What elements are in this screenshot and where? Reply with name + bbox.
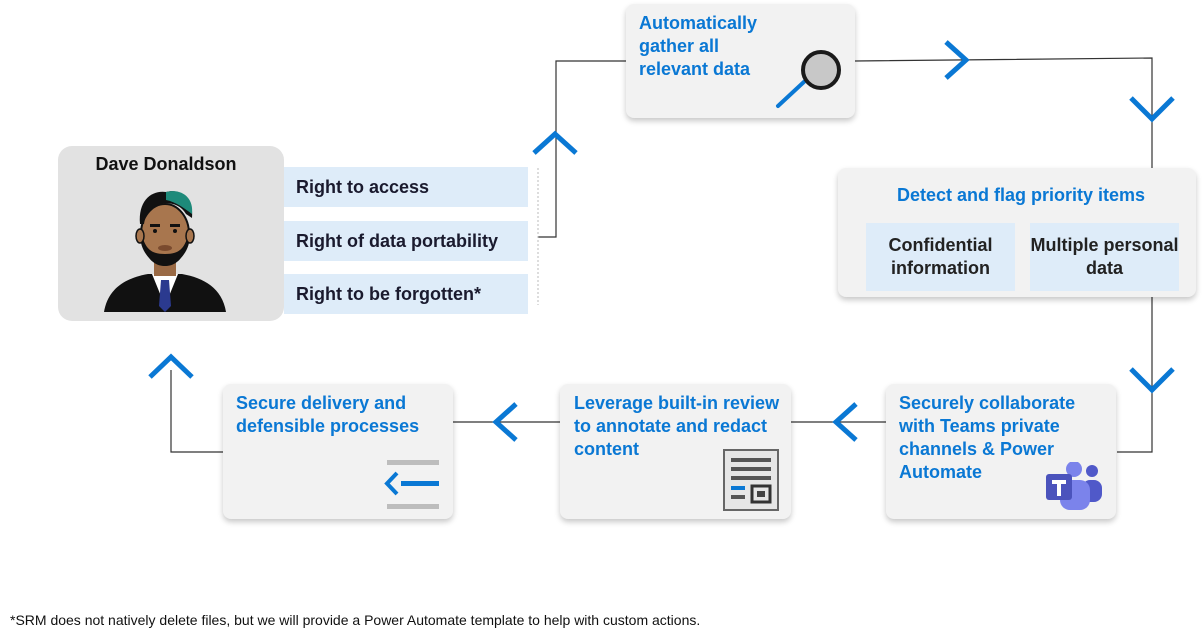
collaborate-card: Securely collaborate with Teams private …: [886, 384, 1116, 519]
gather-title: Automatically gather all relevant data: [639, 13, 758, 79]
gather-card: Automatically gather all relevant data: [626, 4, 855, 118]
detect-title: Detect and flag priority items: [896, 185, 1146, 205]
person-avatar: [104, 191, 226, 312]
detect-card: Detect and flag priority items Confident…: [838, 168, 1196, 297]
magnifier-icon: [776, 50, 841, 108]
right-to-be-forgotten: Right to be forgotten*: [284, 274, 528, 314]
chevron-down-icon: [1129, 367, 1175, 394]
multiple-personal-data-box: Multiple personal data: [1030, 223, 1179, 291]
chevron-left-icon: [492, 402, 518, 442]
teams-icon: [1046, 462, 1102, 510]
person-card: Dave Donaldson: [58, 146, 284, 321]
footnote: *SRM does not natively delete files, but…: [10, 612, 701, 628]
review-title: Leverage built-in review to annotate and…: [574, 393, 780, 459]
collaborate-title: Securely collaborate with Teams private …: [899, 393, 1076, 482]
chevron-right-icon: [944, 40, 970, 80]
deliver-card: Secure delivery and defensible processes: [223, 384, 453, 519]
deliver-title: Secure delivery and defensible processes: [236, 393, 420, 436]
chevron-down-icon: [1129, 96, 1175, 123]
right-of-data-portability: Right of data portability: [284, 221, 528, 261]
arrow-left-lines-icon: [384, 460, 439, 509]
confidential-information-box: Confidential information: [866, 223, 1015, 291]
document-redact-icon: [723, 449, 779, 511]
chevron-up-icon: [148, 353, 194, 379]
review-card: Leverage built-in review to annotate and…: [560, 384, 791, 519]
chevron-left-icon: [832, 402, 858, 442]
chevron-up-icon: [532, 130, 578, 155]
right-to-access: Right to access: [284, 167, 528, 207]
person-name: Dave Donaldson: [95, 154, 237, 174]
